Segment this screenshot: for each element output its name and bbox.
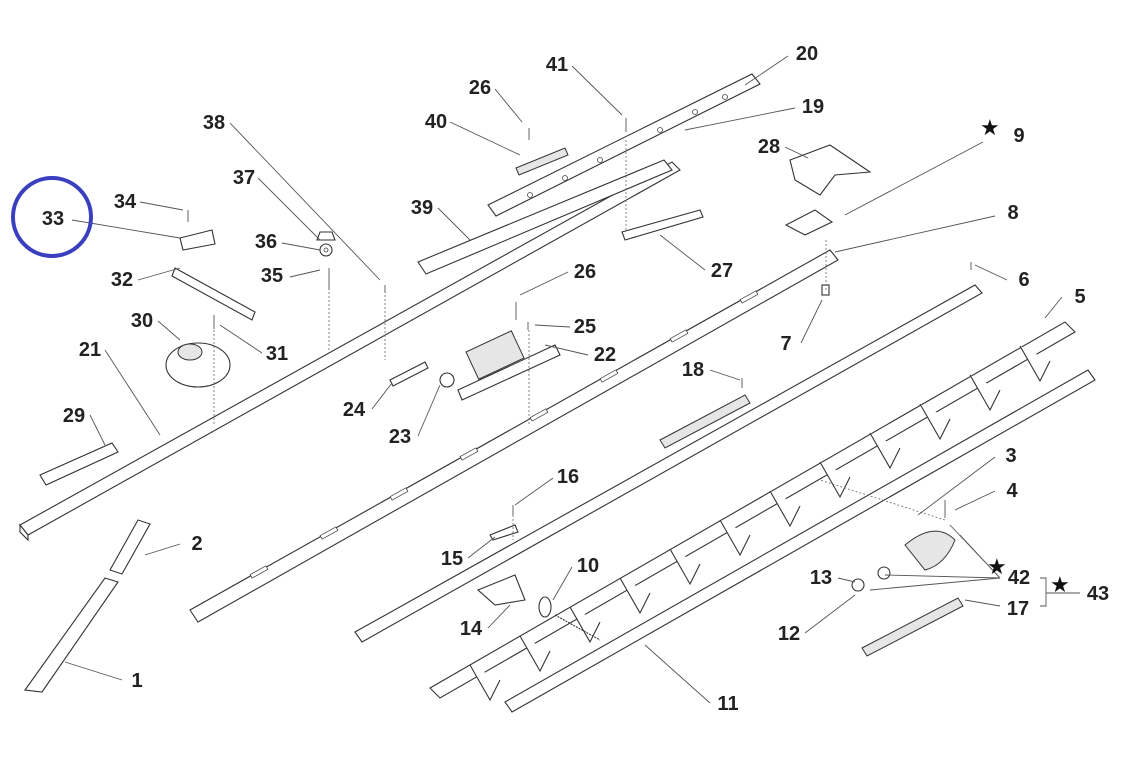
label-12: 12 (778, 623, 800, 645)
label-13: 13 (810, 567, 832, 589)
label-14: 14 (460, 618, 483, 640)
label-15: 15 (441, 548, 463, 570)
star-icon: ★ (980, 116, 1000, 141)
bar-19-20 (487, 73, 761, 217)
label-11: 11 (717, 693, 738, 715)
label-25: 25 (574, 316, 596, 338)
label-30: 30 (131, 310, 153, 332)
part-12-13 (851, 566, 891, 592)
part-33 (179, 229, 216, 251)
bar-8 (189, 249, 839, 623)
label-33: 33 (42, 208, 64, 230)
label-22: 22 (594, 344, 616, 366)
part-23 (439, 372, 455, 388)
part-22 (457, 330, 561, 401)
knife-5-sections (429, 321, 1076, 702)
leader-lines (64, 55, 1080, 704)
part-17 (861, 597, 964, 657)
part-28 (789, 144, 872, 196)
label-26b: 26 (574, 261, 596, 283)
part-2 (109, 519, 151, 575)
bolts (187, 118, 972, 518)
label-16: 16 (557, 466, 579, 488)
label-5: 5 (1074, 286, 1085, 308)
label-43: 43 (1087, 583, 1109, 605)
label-21: 21 (79, 339, 101, 361)
part-32 (171, 267, 256, 321)
knife-11 (504, 369, 1096, 713)
label-20: 20 (796, 43, 818, 65)
label-23: 23 (389, 426, 411, 448)
label-27: 27 (711, 260, 733, 282)
part-9 (784, 209, 834, 236)
label-17: 17 (1007, 598, 1029, 620)
star-icon: ★ (1050, 573, 1070, 598)
part-40 (515, 147, 569, 176)
part-29 (39, 442, 119, 486)
part-24 (389, 361, 429, 387)
label-36: 36 (255, 231, 277, 253)
label-18: 18 (682, 359, 704, 381)
label-2: 2 (191, 533, 202, 555)
label-19: 19 (802, 96, 824, 118)
part-18 (659, 394, 751, 449)
label-34: 34 (114, 191, 137, 213)
label-42: 42 (1008, 567, 1030, 589)
label-40: 40 (425, 111, 447, 133)
bar-6 (354, 284, 983, 643)
star-icon: ★ (987, 555, 1007, 580)
part-10-spring (538, 596, 601, 641)
label-32: 32 (111, 269, 133, 291)
label-39: 39 (411, 197, 433, 219)
label-26: 26 (469, 77, 491, 99)
label-1: 1 (131, 670, 142, 692)
label-29: 29 (63, 405, 85, 427)
label-24: 24 (343, 399, 366, 421)
part-14 (476, 574, 526, 606)
label-37: 37 (233, 167, 255, 189)
label-35: 35 (261, 265, 283, 287)
label-3: 3 (1005, 445, 1016, 467)
label-10: 10 (577, 555, 599, 577)
label-8: 8 (1007, 202, 1018, 224)
label-9: 9 (1013, 125, 1024, 147)
bar-21 (19, 161, 681, 542)
part-30 (165, 342, 231, 388)
label-28: 28 (758, 136, 780, 158)
label-4: 4 (1006, 480, 1018, 502)
part-labels: 20 41 26 19 40 38 9 28 37 34 33 39 8 36 … (42, 43, 1109, 715)
highlight-circle (11, 176, 93, 258)
label-6: 6 (1018, 269, 1029, 291)
label-31: 31 (266, 343, 288, 365)
label-38: 38 (203, 112, 225, 134)
label-7: 7 (780, 333, 791, 355)
part-3 (904, 530, 956, 571)
part-27 (621, 209, 704, 241)
part-1 (24, 577, 119, 693)
bar-39 (417, 159, 673, 275)
label-41: 41 (546, 54, 568, 76)
part-15 (489, 524, 519, 541)
